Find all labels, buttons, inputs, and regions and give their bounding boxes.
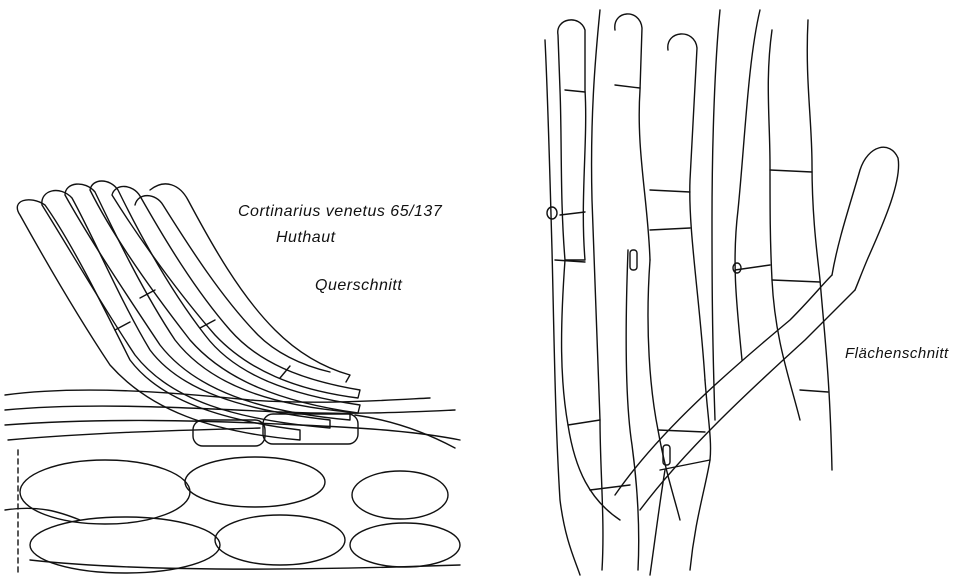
cortex-hypha [8,428,260,440]
clamp-connection [733,263,741,273]
surface-hypha [615,14,650,260]
species-label: Cortinarius venetus 65/137 [238,203,442,221]
clamp-connection [547,207,557,219]
septum [650,190,690,192]
clamp-connection [630,250,637,270]
surface-hypha [768,30,800,420]
inflated-cell [263,414,358,444]
surface-hypha-diagonal [640,290,855,510]
septum [115,322,130,330]
surface-hypha [650,470,665,575]
inflated-cell [352,471,448,519]
cross-section-drawing [5,181,460,575]
septum [650,228,690,230]
cross-section-label: Querschnitt [315,277,402,295]
surface-hypha [712,10,720,420]
septum [658,430,705,432]
septum [800,390,828,392]
inflated-end [832,147,899,290]
septum [615,85,640,88]
septum [568,420,600,425]
septum [772,280,820,282]
inflated-cell [350,523,460,567]
cross-hypha [135,196,330,372]
septum [590,485,630,490]
inflated-cell [20,460,190,524]
surface-section-label: Flächenschnitt [845,345,949,362]
inflated-cell [185,457,325,507]
surface-hypha [668,34,705,380]
septum [565,90,585,92]
surface-hypha [626,250,639,570]
inflated-cell [193,420,265,446]
surface-hypha [562,260,620,520]
tissue-label: Huthaut [276,229,336,247]
surface-hypha [735,10,760,360]
surface-hypha [558,20,586,260]
septum [140,290,155,298]
surface-hypha [690,380,711,570]
septum [560,212,585,215]
surface-hypha [807,20,832,470]
inflated-cell [215,515,345,565]
surface-hypha [592,10,603,570]
septum [770,170,812,172]
inflated-cell [30,517,220,573]
surface-section-drawing [545,10,899,575]
